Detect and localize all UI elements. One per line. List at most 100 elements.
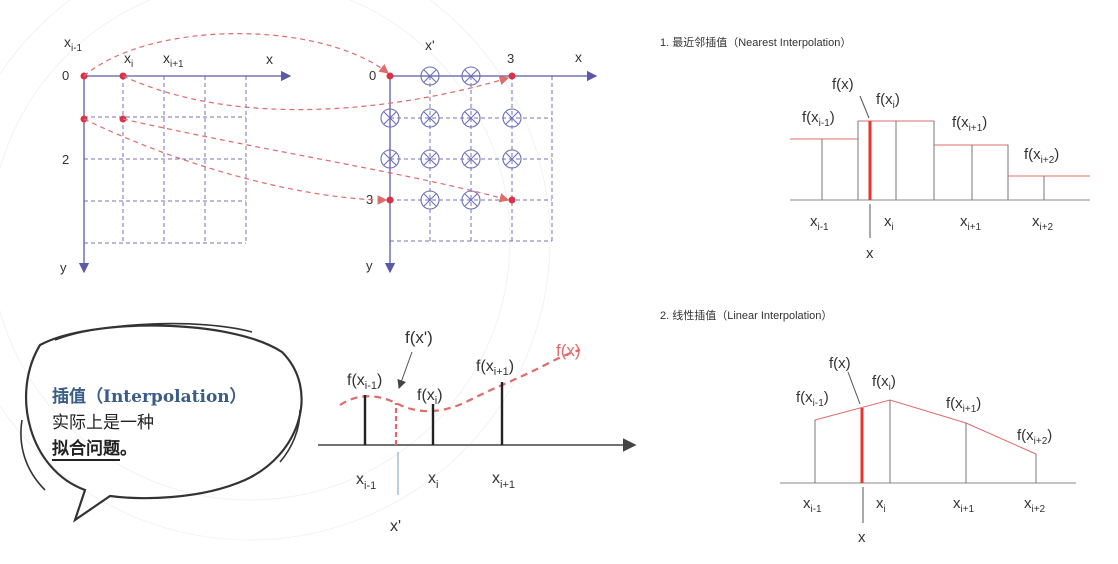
right-label-0: 0 <box>369 68 376 83</box>
svg-text:f(xi-1): f(xi-1) <box>802 109 835 129</box>
nearest-interpolation: 1. 最近邻插值（Nearest Interpolation） f(x) f(x… <box>660 35 1090 262</box>
right-grid: x' 0 3 x 3 y <box>366 37 598 274</box>
svg-text:xi: xi <box>124 50 133 70</box>
nearest-fx-pointer <box>859 95 870 119</box>
linear-xip1-label: x <box>953 495 961 512</box>
svg-text:xi+1: xi+1 <box>960 213 982 233</box>
center-fxprime-label: f(x') <box>405 328 433 347</box>
label-xim1: x <box>64 34 71 50</box>
grid-point <box>508 72 516 80</box>
mapping-arrows <box>83 33 510 205</box>
svg-text:f(xi): f(xi) <box>876 91 900 111</box>
nearest-steps <box>790 120 1090 177</box>
linear-interpolation: 2. 线性插值（Linear Interpolation） f(x) f(xi-… <box>660 308 1076 546</box>
nearest-xip1-label: x <box>960 213 968 230</box>
right-x-axis-label: x <box>575 49 582 65</box>
center-xip1-label: x <box>492 470 500 487</box>
bubble-line3: 拟合问题。 <box>52 436 247 462</box>
center-fxip1-label: f(x <box>476 358 494 375</box>
right-y-axis-label: y <box>366 258 373 273</box>
linear-segments <box>814 399 1037 455</box>
fx-curve <box>339 348 581 413</box>
interpolated-point-icon <box>420 190 440 210</box>
nearest-fx-label: f(x) <box>832 76 854 93</box>
grid-point <box>386 196 394 204</box>
interpolated-point-icon <box>502 149 522 169</box>
linear-fxip1-label: f(x <box>946 395 963 412</box>
left-x-axis-label: x <box>266 51 273 67</box>
interpolated-point-icon <box>461 66 481 86</box>
label-xi: x <box>124 50 131 66</box>
linear-xim1-label: x <box>803 495 811 512</box>
nearest-fxip1-label: f(x <box>952 114 969 131</box>
svg-text:f(xi+1): f(xi+1) <box>476 358 514 378</box>
center-xi-label: x <box>428 470 436 487</box>
svg-text:f(xi): f(xi) <box>872 373 896 393</box>
center-xprime-label: x' <box>390 518 401 535</box>
fxprime-pointer <box>397 351 413 389</box>
nearest-fxi-label: f(x <box>876 91 893 108</box>
nearest-fxip2-label: f(x <box>1024 146 1041 163</box>
linear-fxip2-label: f(x <box>1017 427 1034 444</box>
svg-text:xi+1: xi+1 <box>163 50 184 70</box>
linear-fxi-label: f(x <box>872 373 889 390</box>
center-fx-label: f(x) <box>556 341 581 360</box>
svg-text:f(xi+1): f(xi+1) <box>952 114 987 134</box>
nearest-xip2-label: x <box>1032 213 1040 230</box>
nearest-xi-label: x <box>884 213 892 230</box>
interpolated-point-icon <box>461 149 481 169</box>
left-grid: xi-1 xi xi+1 x 0 2 y <box>60 34 292 275</box>
interpolated-point-icon <box>380 149 400 169</box>
svg-text:xi+1: xi+1 <box>953 495 975 515</box>
nearest-fxim1-label: f(x <box>802 109 819 126</box>
right-xprime-label: x' <box>425 37 435 53</box>
nearest-x-label: x <box>866 245 874 262</box>
interpolated-point-icon <box>461 108 481 128</box>
interpolated-point-icon <box>420 108 440 128</box>
linear-xip2-label: x <box>1024 495 1032 512</box>
grid-point <box>386 72 394 80</box>
bubble-line3-end: 。 <box>120 439 137 459</box>
linear-fx-label: f(x) <box>829 355 851 372</box>
nearest-heading: 1. 最近邻插值（Nearest Interpolation） <box>660 35 851 49</box>
left-label-2: 2 <box>62 152 69 167</box>
svg-text:xi-1: xi-1 <box>803 495 822 515</box>
svg-text:f(xi): f(xi) <box>417 387 443 407</box>
svg-text:f(xi+2): f(xi+2) <box>1024 146 1059 166</box>
center-diagram: f(x') f(x) x' f(xi-1) f(xi) f(xi+1) xi-1… <box>318 328 637 535</box>
bubble-line3-emphasis: 拟合问题 <box>52 439 120 461</box>
left-label-0: 0 <box>62 68 69 83</box>
linear-heading: 2. 线性插值（Linear Interpolation） <box>660 308 832 322</box>
left-y-axis-label: y <box>60 260 67 275</box>
watermark <box>0 0 551 541</box>
svg-text:xi-1: xi-1 <box>64 34 83 54</box>
bubble-title: 插值（Interpolation） <box>52 387 247 407</box>
speech-bubble <box>20 322 303 523</box>
interpolated-point-icon <box>502 108 522 128</box>
svg-text:xi-1: xi-1 <box>356 471 376 492</box>
interpolated-point-icon <box>420 66 440 86</box>
linear-xi-label: x <box>876 495 884 512</box>
svg-text:f(xi-1): f(xi-1) <box>796 389 829 409</box>
interpolated-point-icon <box>380 108 400 128</box>
center-fxim1-label: f(x <box>347 372 365 389</box>
interpolated-point-icon <box>420 149 440 169</box>
bubble-text: 插值（Interpolation） 实际上是一种 拟合问题。 <box>52 384 247 462</box>
svg-text:xi: xi <box>428 470 438 491</box>
nearest-xim1-label: x <box>810 213 818 230</box>
center-fxi-label: f(x <box>417 387 435 404</box>
bubble-line2: 实际上是一种 <box>52 413 154 433</box>
svg-text:xi: xi <box>876 495 886 515</box>
svg-text:xi+2: xi+2 <box>1032 213 1054 233</box>
svg-text:f(xi+1): f(xi+1) <box>946 395 981 415</box>
linear-fx-pointer <box>847 371 861 405</box>
svg-text:f(xi+2): f(xi+2) <box>1017 427 1052 447</box>
right-label-3-top: 3 <box>507 51 514 66</box>
linear-fxim1-label: f(x <box>796 389 813 406</box>
svg-text:xi-1: xi-1 <box>810 213 829 233</box>
svg-text:f(xi-1): f(xi-1) <box>347 372 382 392</box>
svg-text:xi: xi <box>884 213 894 233</box>
label-xip1: x <box>163 50 170 66</box>
linear-x-label: x <box>858 529 866 546</box>
